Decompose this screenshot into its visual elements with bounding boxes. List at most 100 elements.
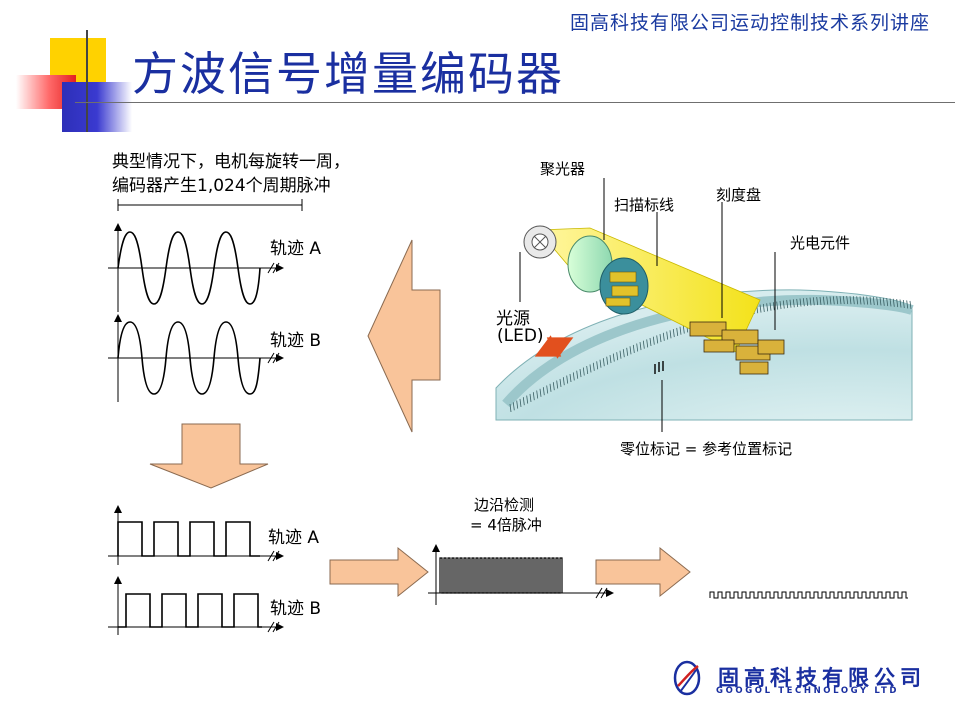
disk-tick xyxy=(846,296,849,305)
disk-tick xyxy=(602,358,605,367)
square-track-a-label: 轨迹 A xyxy=(268,528,320,548)
down-arrow xyxy=(149,423,269,489)
edge-detection-pulses xyxy=(439,557,563,594)
disk-tick xyxy=(856,296,859,305)
disk-tick xyxy=(869,296,872,305)
disk-tick xyxy=(529,393,532,402)
disk-tick xyxy=(619,350,622,359)
edge-detection-label: 边沿检测 = 4倍脉冲 xyxy=(470,495,542,535)
disk-tick xyxy=(636,343,639,352)
disk-tick xyxy=(802,298,805,307)
disk-tick xyxy=(772,302,775,311)
disk-tick xyxy=(549,383,552,392)
disk-tick xyxy=(666,331,669,340)
company-logo-emblem xyxy=(670,658,704,698)
disk-tick xyxy=(819,296,822,305)
disk-tick xyxy=(512,402,515,411)
disk-tick xyxy=(859,296,862,305)
disk-tick xyxy=(679,326,682,335)
sine-track-b-label: 轨迹 B xyxy=(270,331,322,351)
pulse-note: 典型情况下，电机每旋转一周， 编码器产生1,024个周期脉冲 xyxy=(112,150,350,198)
photo-elements xyxy=(689,321,785,375)
disk-tick xyxy=(786,300,789,309)
disk-tick xyxy=(776,301,779,310)
disk-tick xyxy=(906,300,909,309)
disk-tick xyxy=(542,387,545,396)
disk-tick xyxy=(662,332,665,341)
edge-detection-line1: 边沿检测 xyxy=(474,496,535,514)
sine-track-a-axes xyxy=(108,223,284,312)
edge-detection-line2: = 4倍脉冲 xyxy=(470,516,542,534)
pulse-note-line1: 典型情况下，电机每旋转一周， xyxy=(112,152,350,172)
photo-element-label: 光电元件 xyxy=(790,234,851,252)
page-title: 方波信号增量编码器 xyxy=(132,47,564,101)
disk-tick xyxy=(822,296,825,305)
disk-tick xyxy=(799,298,802,307)
disk-tick xyxy=(572,372,575,381)
output-pulse-waveform xyxy=(709,591,908,599)
disk-tick xyxy=(569,373,572,383)
disk-tick xyxy=(829,296,832,305)
disk-tick xyxy=(616,352,619,361)
disk-tick xyxy=(546,385,549,394)
disk-tick xyxy=(552,382,555,391)
disk-tick xyxy=(612,353,615,362)
corner-decoration xyxy=(0,0,140,140)
zero-mark-label: 零位标记 = 参考位置标记 xyxy=(620,440,793,458)
disk-tick xyxy=(896,299,899,308)
disk-tick xyxy=(526,395,529,404)
disk-tick xyxy=(886,298,889,307)
company-name-cn: 固高科技有限公司 xyxy=(718,666,926,690)
disk-tick xyxy=(682,325,685,334)
disk-tick xyxy=(582,367,585,376)
disk-tick xyxy=(839,296,842,305)
pulse-note-line2: 编码器产生1,024个周期脉冲 xyxy=(112,176,331,196)
disk-tick xyxy=(759,304,762,313)
disk-tick xyxy=(669,330,672,339)
left-arrow-large xyxy=(367,239,441,433)
square-track-b-label: 轨迹 B xyxy=(270,599,322,619)
disk-tick xyxy=(632,344,635,353)
encoder-illustration xyxy=(495,178,914,432)
right-arrow-2 xyxy=(595,546,691,598)
logo-emblem-icon xyxy=(673,660,701,696)
sine-wave-track-b xyxy=(117,321,261,395)
sine-track-a-label: 轨迹 A xyxy=(270,239,322,259)
disk-tick xyxy=(902,299,905,309)
title-divider xyxy=(75,102,955,103)
disk-tick xyxy=(676,327,679,336)
disk-tick xyxy=(516,400,519,409)
disk-tick xyxy=(536,390,539,399)
disk-tick xyxy=(589,364,592,373)
disk-tick xyxy=(792,299,795,308)
disk-tick xyxy=(909,300,912,309)
disk-tick xyxy=(509,403,512,413)
disk-tick xyxy=(892,298,895,307)
square-wave-track-b xyxy=(118,593,262,628)
sine-wave-track-a xyxy=(117,231,261,305)
disk-tick xyxy=(566,375,569,384)
disk-tick xyxy=(826,296,829,305)
disk-tick xyxy=(876,297,879,306)
disk-tick xyxy=(882,297,885,306)
disk-tick xyxy=(646,339,649,348)
sine-track-b-axes xyxy=(108,314,284,402)
corner-square-blue xyxy=(62,82,132,132)
disk-tick xyxy=(872,296,875,306)
disk-tick xyxy=(782,300,785,309)
disk-tick xyxy=(879,297,882,306)
disk-tick xyxy=(576,370,579,379)
disk-tick xyxy=(539,388,542,397)
scan-reticle-label: 扫描标线 xyxy=(614,196,675,214)
disk-tick xyxy=(629,346,632,355)
disk-tick xyxy=(672,329,675,338)
disk-tick xyxy=(899,299,902,308)
disk-tick xyxy=(532,392,535,401)
scale-disk-label: 刻度盘 xyxy=(716,186,762,204)
disk-tick xyxy=(656,335,659,344)
disk-tick xyxy=(592,362,595,371)
disk-tick xyxy=(806,297,809,306)
output-pulse-train xyxy=(709,591,908,599)
disk-tick xyxy=(766,303,769,312)
disk-tick xyxy=(609,355,612,364)
